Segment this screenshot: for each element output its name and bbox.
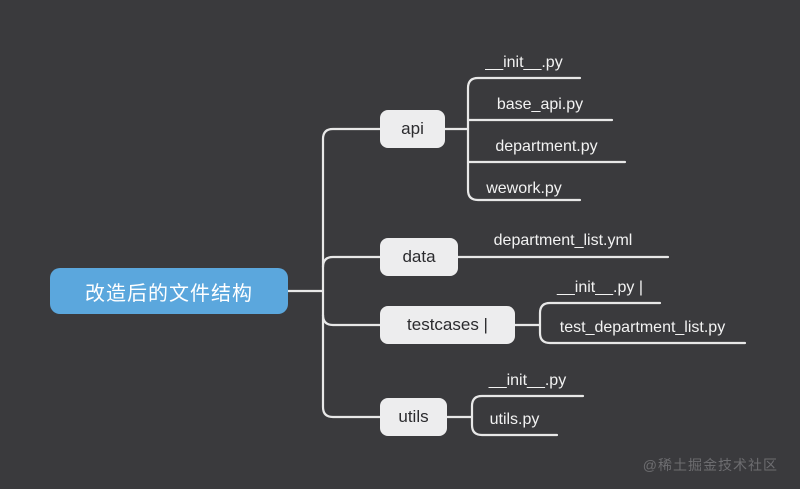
root-node-label: 改造后的文件结构	[85, 282, 253, 305]
leaf-utils-utils-py[interactable]: utils.py	[489, 411, 540, 428]
branch-node-utils-label: utils	[398, 407, 429, 426]
branch-node-testcases-label: testcases |	[407, 315, 488, 334]
root-node[interactable]: 改造后的文件结构	[50, 268, 288, 314]
leaf-utils-init[interactable]: __init__.py	[488, 372, 567, 389]
wire-trunk-to-testcases	[321, 313, 382, 327]
wire-trunk-to-data	[321, 255, 382, 269]
branch-node-api-label: api	[401, 119, 424, 138]
leaf-api-department[interactable]: department.py	[495, 138, 598, 155]
wire-trunk-api-utils	[321, 127, 382, 419]
branch-node-testcases[interactable]: testcases |	[380, 306, 515, 344]
leaf-testcases-test-department-list[interactable]: test_department_list.py	[559, 319, 726, 336]
leaf-api-init[interactable]: __init__.py	[485, 54, 563, 71]
leaf-testcases-init[interactable]: __init__.py |	[557, 279, 643, 296]
leaf-api-wework[interactable]: wework.py	[486, 180, 562, 197]
branch-node-utils[interactable]: utils	[380, 398, 447, 436]
branch-node-data[interactable]: data	[380, 238, 458, 276]
branch-node-api[interactable]: api	[380, 110, 445, 148]
watermark: @稀土掘金技术社区	[642, 457, 778, 473]
leaf-data-department-list-yml[interactable]: department_list.yml	[493, 232, 633, 249]
leaf-api-base-api[interactable]: base_api.py	[496, 96, 584, 113]
branch-node-data-label: data	[402, 247, 436, 266]
